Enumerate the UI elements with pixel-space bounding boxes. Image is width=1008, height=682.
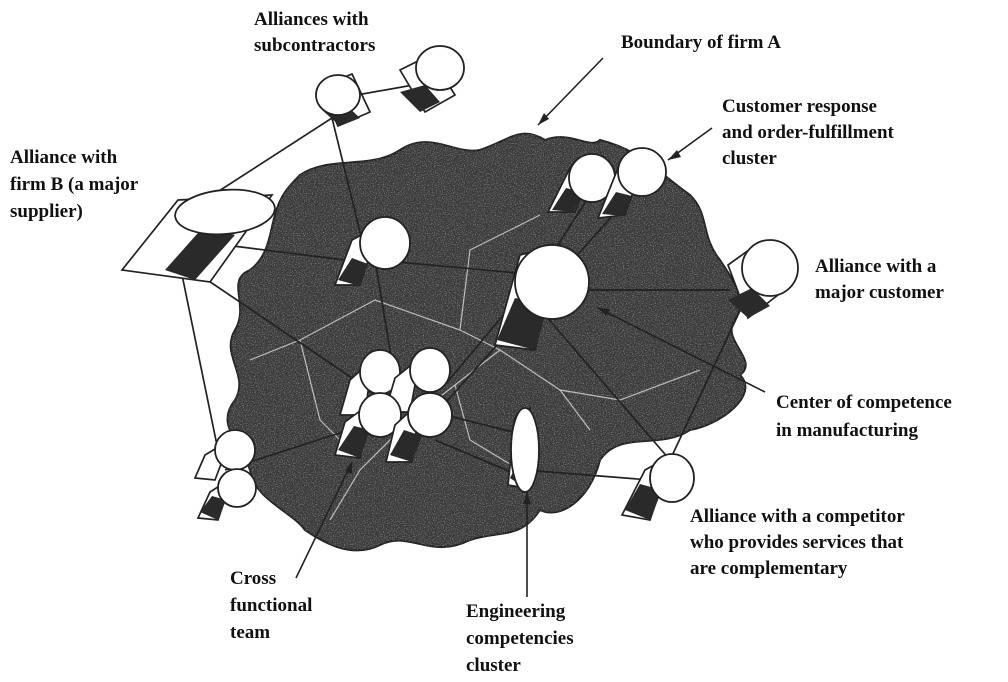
- label-line: major customer: [815, 282, 944, 303]
- label-line: Engineering: [466, 601, 566, 622]
- label-line: cluster: [466, 655, 521, 676]
- label-line: supplier): [10, 201, 83, 222]
- label-line: Alliance with a competitor: [690, 506, 905, 527]
- label-engineering-cluster: Engineering competencies cluster: [466, 601, 574, 676]
- label-alliance-major-customer: Alliance with a major customer: [815, 256, 944, 303]
- label-alliances-subcontractors: Alliances with subcontractors: [254, 9, 375, 56]
- label-line: firm B (a major: [10, 174, 139, 195]
- label-boundary-firm-a: Boundary of firm A: [621, 32, 781, 53]
- subcontractor-cylinder-2: [400, 46, 464, 112]
- major-customer-cylinder: [728, 240, 798, 318]
- label-alliance-firm-b: Alliance with firm B (a major supplier): [10, 147, 139, 222]
- label-line: team: [230, 622, 270, 643]
- label-line: Center of competence: [776, 392, 952, 413]
- label-line: and order-fulfillment: [722, 122, 895, 143]
- label-line: Boundary of firm A: [621, 32, 781, 53]
- label-line: who provides services that: [690, 532, 904, 553]
- subcontractor-cylinder-1: [316, 74, 370, 126]
- label-line: subcontractors: [254, 35, 375, 56]
- label-cross-functional-team: Cross functional team: [230, 568, 312, 643]
- competitor-alliance-cylinder: [622, 454, 694, 520]
- label-line: are complementary: [690, 558, 848, 579]
- label-line: Cross: [230, 568, 276, 589]
- label-line: competencies: [466, 628, 574, 649]
- label-center-competence: Center of competence in manufacturing: [776, 392, 952, 441]
- label-customer-response: Customer response and order-fulfillment …: [722, 96, 895, 169]
- label-line: Customer response: [722, 96, 877, 117]
- label-line: Alliances with: [254, 9, 369, 30]
- label-line: functional: [230, 595, 312, 616]
- label-line: Alliance with: [10, 147, 118, 168]
- lower-left-stacked-cylinders: [195, 430, 256, 520]
- label-line: Alliance with a: [815, 256, 937, 277]
- label-alliance-competitor: Alliance with a competitor who provides …: [690, 506, 905, 579]
- label-line: cluster: [722, 148, 777, 169]
- label-line: in manufacturing: [776, 420, 918, 441]
